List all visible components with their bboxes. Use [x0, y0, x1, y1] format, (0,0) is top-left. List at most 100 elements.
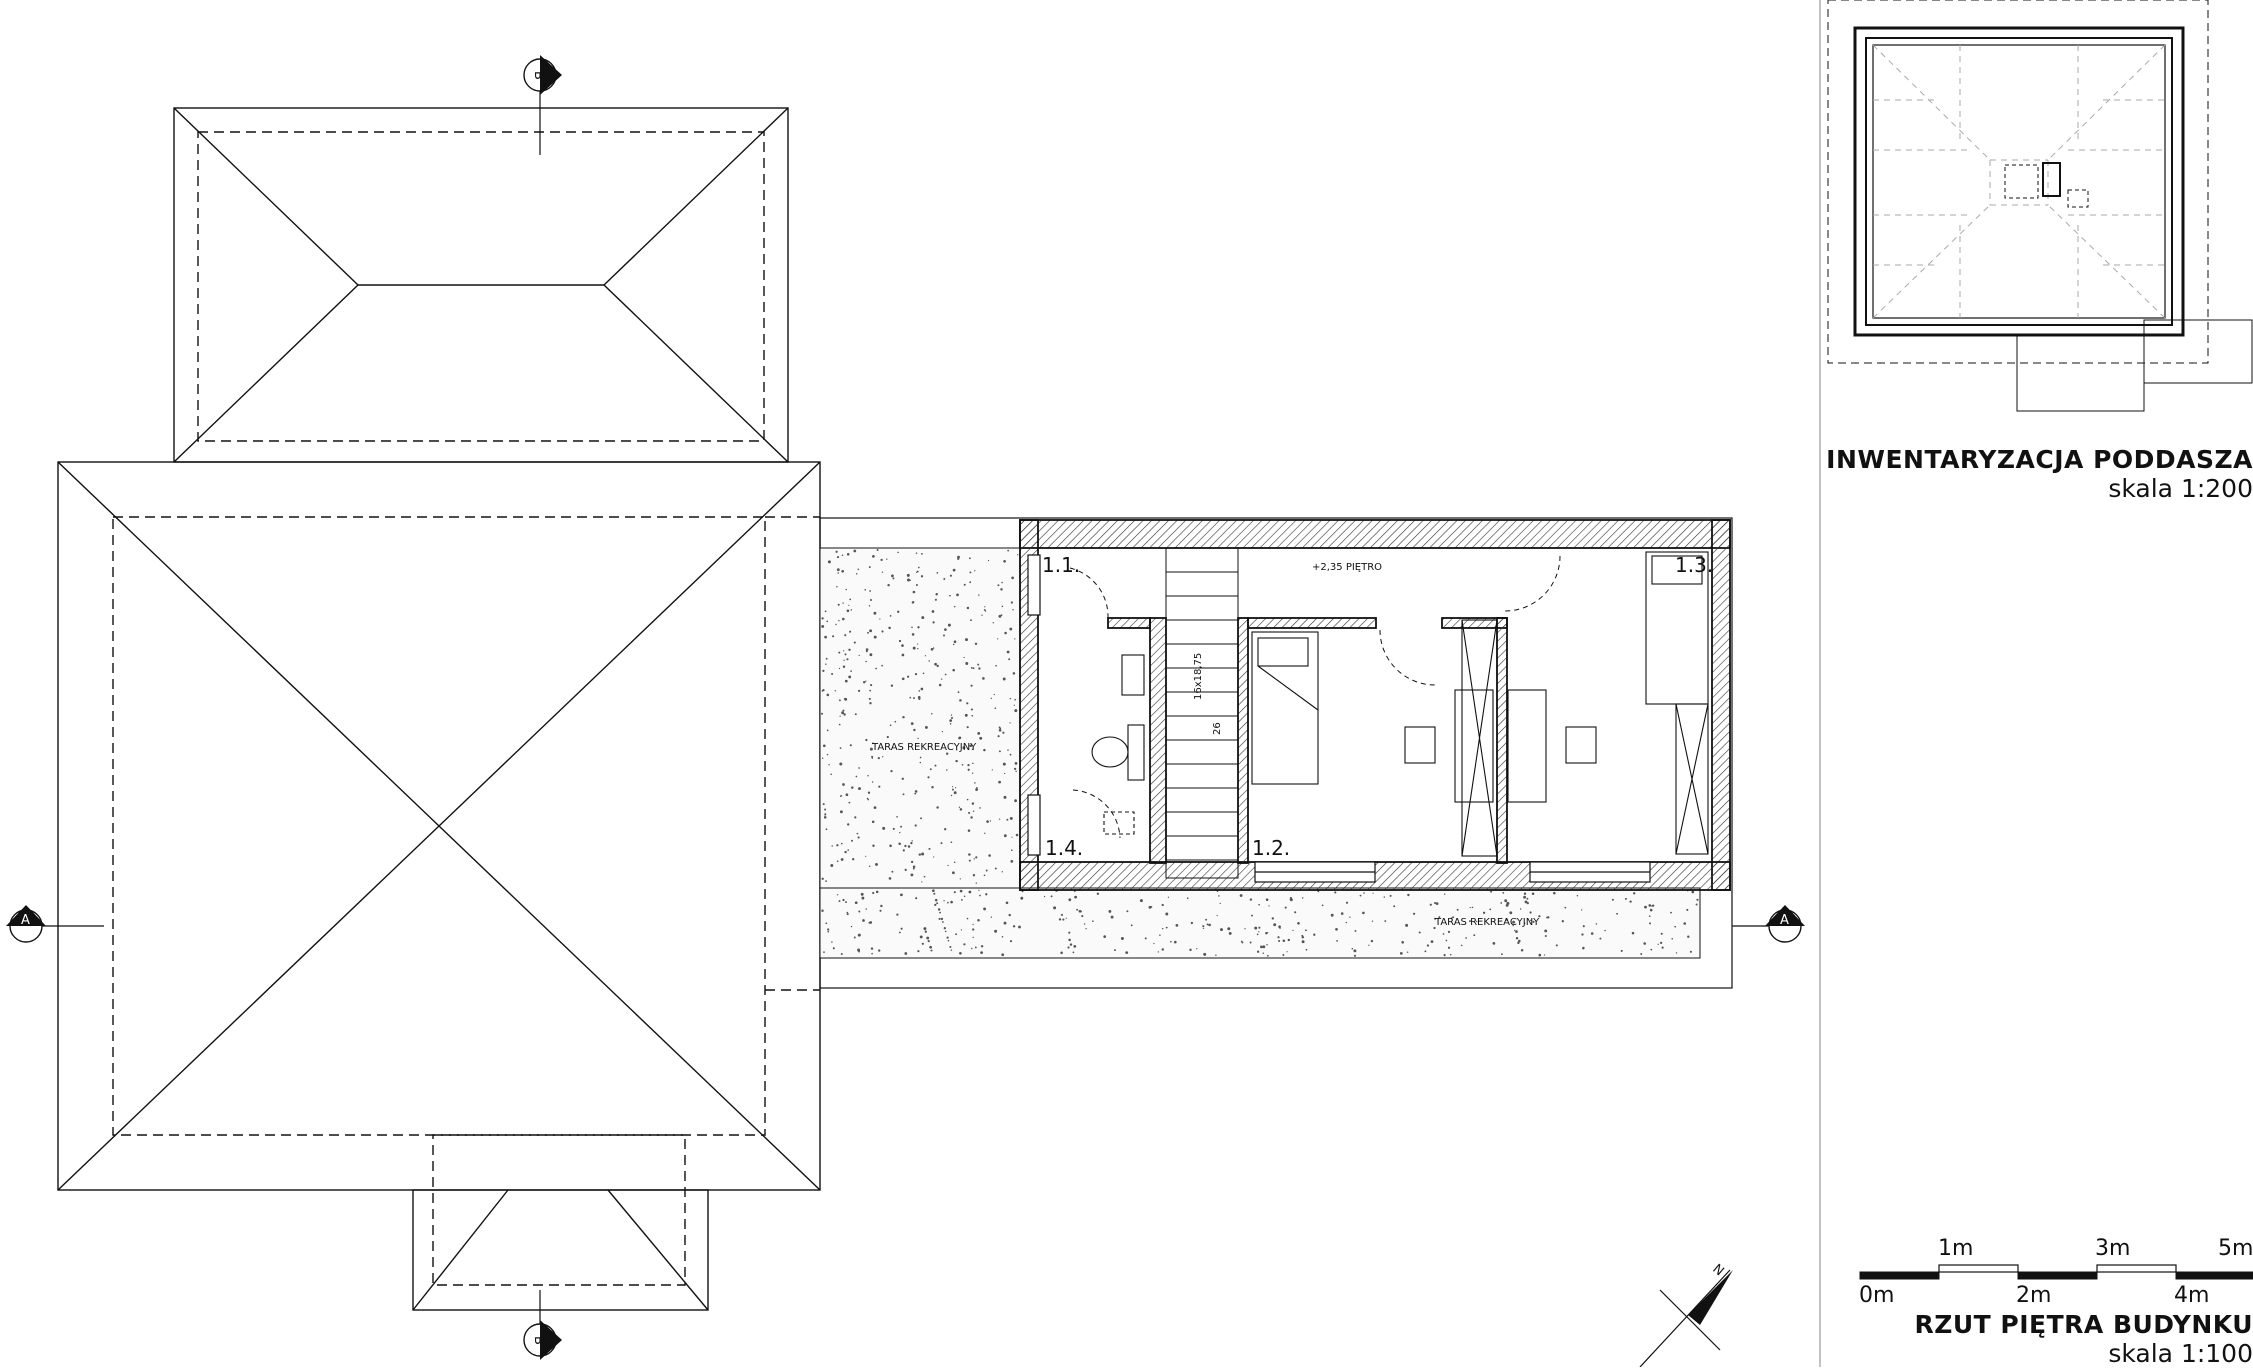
terrace-dot: [966, 702, 969, 705]
terrace-dot: [1651, 905, 1653, 907]
terrace-dot: [853, 641, 856, 644]
terrace-dot: [1007, 749, 1009, 751]
terrace-dot: [994, 867, 997, 870]
terrace-dot: [936, 806, 939, 809]
terrace-dot: [838, 723, 841, 726]
terrace-dot: [896, 913, 899, 916]
terrace-dot: [952, 568, 956, 572]
terrace-dot: [1689, 950, 1692, 953]
terrace-dot: [865, 738, 868, 742]
terrace-dot: [957, 557, 960, 561]
terrace-dot: [1476, 920, 1478, 923]
terrace-dot: [1084, 923, 1086, 925]
terrace-dot: [1216, 914, 1218, 917]
terrace-dot: [942, 921, 944, 923]
terrace-dot: [849, 744, 852, 747]
terrace-dot: [826, 693, 830, 697]
terrace-dot: [998, 780, 1001, 784]
terrace-dot: [1000, 588, 1003, 591]
terrace-dot: [1068, 931, 1071, 934]
terrace-dot: [1139, 899, 1143, 903]
terrace-dot: [836, 844, 839, 847]
terrace-dot: [890, 684, 894, 687]
terrace-dot: [1120, 937, 1124, 940]
terrace-dot: [1547, 916, 1550, 919]
terrace-dot: [953, 605, 956, 608]
terrace-dot: [1003, 795, 1007, 799]
terrace-dot: [1159, 934, 1161, 936]
level-note: +2,35 PIĘTRO: [1312, 562, 1382, 573]
terrace-dot: [1161, 948, 1165, 951]
terrace-dot: [1072, 951, 1075, 954]
terrace-dot: [1371, 920, 1374, 922]
terrace-dot: [872, 555, 875, 558]
terrace-dot: [967, 764, 970, 767]
terrace-dot: [846, 913, 849, 916]
terrace-dot: [836, 568, 840, 572]
terrace-dot: [823, 951, 825, 953]
terrace-dot: [901, 653, 905, 657]
terrace-dot: [1096, 892, 1100, 896]
terrace-dot: [968, 890, 972, 894]
terrace-dot: [1648, 904, 1652, 907]
terrace-dot: [1239, 894, 1243, 897]
terrace-dot: [906, 573, 910, 577]
terrace-dot: [928, 847, 931, 850]
terrace-dot: [846, 658, 849, 661]
terrace-dot: [1256, 950, 1260, 953]
terrace-dot: [1433, 901, 1437, 905]
terrace-dot: [950, 900, 953, 904]
terrace-dot: [1604, 929, 1606, 932]
terrace-dot: [1544, 934, 1547, 938]
terrace-dot: [1273, 923, 1277, 927]
terrace-dot: [968, 859, 971, 862]
terrace-dot: [912, 865, 916, 869]
terrace-dot: [1001, 871, 1003, 873]
terrace-dot: [1015, 833, 1019, 837]
terrace-dot: [821, 690, 824, 692]
terrace-dot: [1014, 762, 1018, 765]
terrace-dot: [1165, 912, 1169, 916]
terrace-dot: [843, 650, 845, 652]
terrace-dot: [949, 574, 952, 577]
terrace-dot: [892, 827, 895, 830]
terrace-dot: [974, 782, 976, 784]
terrace-dot: [1018, 925, 1021, 929]
terrace-dot: [875, 890, 879, 894]
terrace-dot: [1126, 910, 1129, 913]
terrace-dot: [851, 786, 854, 789]
terrace-dot: [840, 794, 843, 797]
terrace-dot: [1279, 927, 1281, 930]
terrace-dot: [825, 880, 827, 882]
terrace-dot: [872, 891, 875, 895]
terrace-dot: [980, 945, 984, 948]
scale-label-2m: 2m: [2016, 1283, 2052, 1308]
terrace-dot: [1543, 954, 1546, 956]
terrace-dot: [1262, 952, 1265, 954]
terrace-dot: [826, 729, 829, 732]
terrace-dot: [1399, 952, 1403, 955]
terrace-dot: [1301, 897, 1304, 899]
terrace-dot: [838, 699, 841, 702]
terrace-dot: [1372, 892, 1374, 894]
terrace-dot: [854, 713, 857, 716]
terrace-dot: [858, 767, 860, 769]
terrace-dot: [858, 950, 860, 953]
terrace-dot: [940, 842, 943, 845]
terrace-dot: [984, 610, 987, 612]
terrace-dot: [983, 907, 987, 911]
terrace-dot: [956, 593, 959, 597]
terrace-dot: [1643, 942, 1646, 945]
terrace-dot: [1256, 933, 1259, 936]
terrace-dot: [896, 815, 898, 818]
terrace-dot: [929, 768, 932, 771]
terrace-dot: [1278, 939, 1281, 943]
terrace-dot: [842, 898, 845, 902]
terrace-dot: [1354, 929, 1357, 932]
terrace-dot: [979, 736, 983, 740]
terrace-dot: [1289, 898, 1293, 902]
terrace-dot: [867, 775, 869, 777]
terrace-dot: [868, 566, 871, 569]
terrace-dot: [953, 791, 957, 795]
doors: [1069, 555, 1561, 839]
